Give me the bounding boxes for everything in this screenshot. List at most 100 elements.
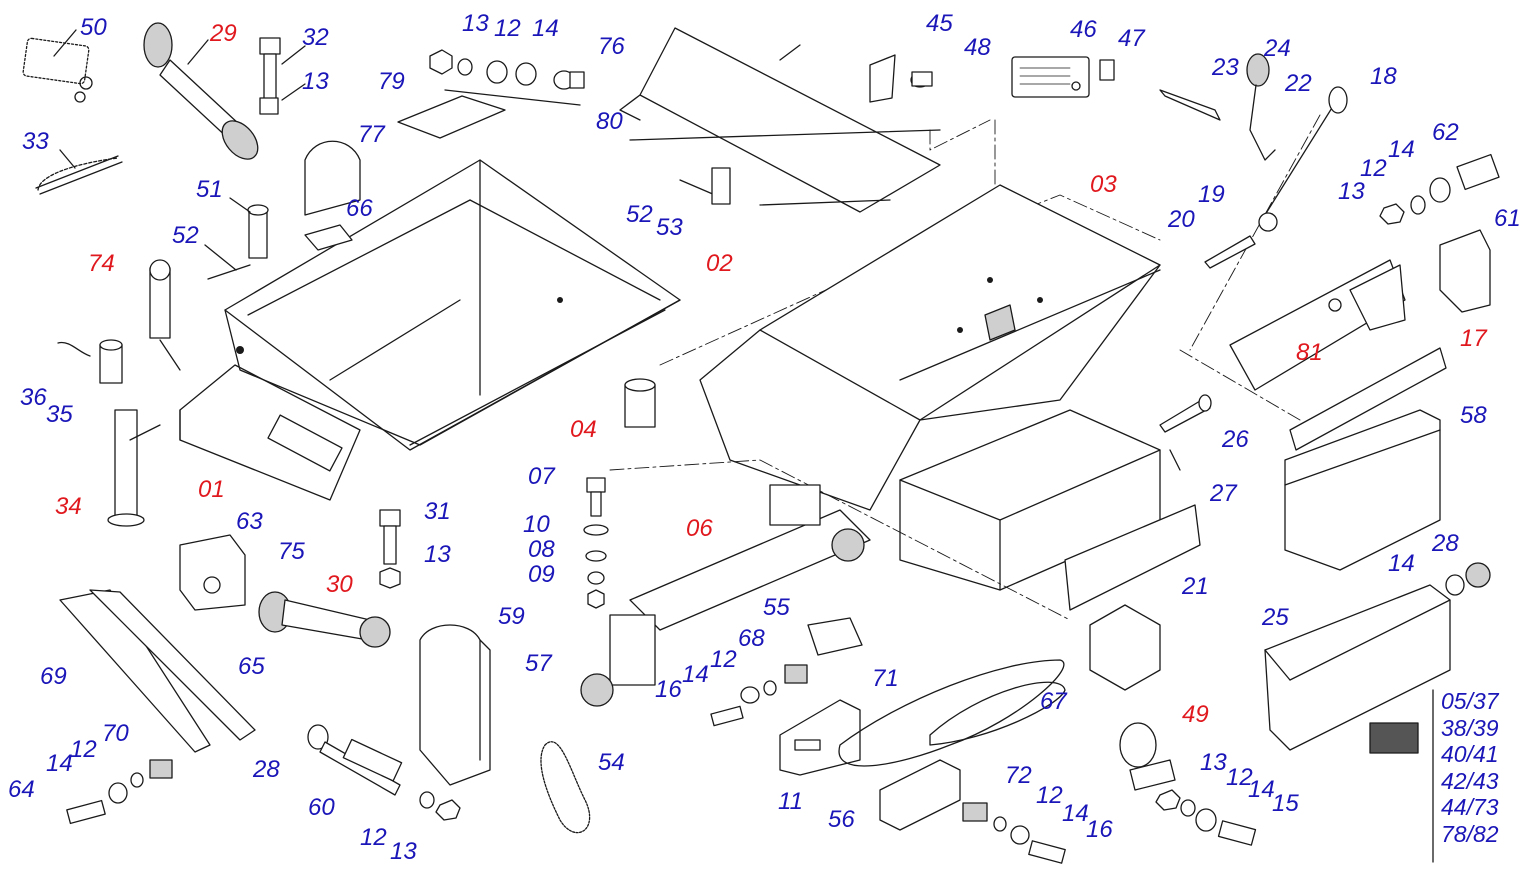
part-label-04: 04: [570, 416, 597, 443]
part-54-chain: [540, 741, 591, 834]
part-67-guard: [1089, 604, 1161, 691]
decal-number: 38/39: [1441, 714, 1499, 741]
part-label-67: 67: [1040, 688, 1067, 715]
part-label-65: 65: [238, 653, 265, 680]
part-label-14: 14: [46, 750, 73, 777]
part-label-62: 62: [1432, 119, 1459, 146]
part-26-27-pin: [1159, 394, 1212, 471]
part-label-24: 24: [1264, 35, 1291, 62]
part-label-22: 22: [1285, 70, 1312, 97]
part-label-52: 52: [172, 222, 199, 249]
part-52-53-pins: [679, 167, 731, 205]
part-label-47: 47: [1118, 25, 1145, 52]
part-06-axle: [580, 484, 871, 707]
part-label-19: 19: [1198, 181, 1225, 208]
part-33-spring: [35, 149, 123, 195]
part-label-11: 11: [778, 788, 803, 815]
part-label-13: 13: [462, 10, 489, 37]
part-label-08: 08: [528, 536, 555, 563]
part-label-16: 16: [655, 676, 682, 703]
part-label-74: 74: [88, 250, 115, 277]
part-56-guard: [879, 759, 1066, 864]
part-label-28: 28: [1432, 530, 1459, 557]
part-label-34: 34: [55, 493, 82, 520]
part-50-cable: [22, 29, 93, 103]
part-label-14: 14: [532, 15, 559, 42]
part-label-35: 35: [46, 401, 73, 428]
part-59-57-cover: [419, 624, 491, 786]
part-18-screw: [1204, 86, 1348, 269]
part-label-15: 15: [1272, 790, 1299, 817]
decal-number: 42/43: [1441, 767, 1499, 794]
part-label-55: 55: [763, 594, 790, 621]
part-label-79: 79: [378, 68, 405, 95]
part-label-63: 63: [236, 508, 263, 535]
part-label-14: 14: [1388, 550, 1415, 577]
part-label-64: 64: [8, 776, 35, 803]
part-label-33: 33: [22, 128, 49, 155]
part-label-45: 45: [926, 10, 953, 37]
part-81-bar: [1229, 259, 1406, 391]
part-label-46: 46: [1070, 16, 1097, 43]
decal-number: 40/41: [1441, 741, 1499, 767]
part-79-plate: [397, 95, 506, 139]
part-label-23: 23: [1212, 54, 1239, 81]
part-label-51: 51: [196, 176, 223, 203]
part-80-cover: [619, 27, 941, 213]
part-label-18: 18: [1370, 63, 1397, 90]
part-69-65-rails: [59, 589, 256, 753]
part-label-02: 02: [706, 250, 733, 277]
part-label-12: 12: [360, 824, 387, 851]
part-label-48: 48: [964, 34, 991, 61]
part-label-12: 12: [70, 736, 97, 763]
part-11-belt: [838, 659, 1066, 767]
part-04-cylinder: [624, 378, 656, 428]
part-label-09: 09: [528, 561, 555, 588]
part-label-13: 13: [302, 68, 329, 95]
part-31-bolt: [379, 509, 401, 589]
decal-sheet: [1369, 689, 1434, 863]
decal-number: 44/73: [1441, 794, 1499, 820]
decal-number: 78/82: [1441, 820, 1499, 847]
part-label-07: 07: [528, 463, 555, 490]
part-label-29: 29: [210, 20, 237, 47]
part-label-12: 12: [1036, 782, 1063, 809]
part-label-16: 16: [1086, 816, 1113, 843]
part-63-75-guard: [179, 534, 246, 611]
part-label-14: 14: [1062, 800, 1089, 827]
part-label-54: 54: [598, 749, 625, 776]
part-29-pto-shaft: [143, 22, 259, 160]
part-label-12: 12: [1360, 155, 1387, 182]
part-46-plate: [1011, 56, 1115, 98]
hardware-13-12-14-76: [429, 49, 585, 106]
part-label-72: 72: [1005, 762, 1032, 789]
part-label-60: 60: [308, 794, 335, 821]
part-label-27: 27: [1210, 480, 1237, 507]
part-35-pin: [57, 339, 123, 384]
part-label-76: 76: [598, 33, 625, 60]
part-34-jack: [107, 409, 161, 527]
part-label-28: 28: [253, 756, 280, 783]
part-label-57: 57: [525, 650, 552, 677]
part-label-36: 36: [20, 384, 47, 411]
part-28-cap: [1445, 562, 1491, 596]
decal-number-list: 05/37 38/39 40/41 42/43 44/73 78/82: [1441, 688, 1499, 847]
part-label-69: 69: [40, 663, 67, 690]
part-label-32: 32: [302, 24, 329, 51]
part-label-53: 53: [656, 214, 683, 241]
part-label-13: 13: [390, 838, 417, 865]
hardware-13-12-14-15: [1155, 789, 1257, 846]
part-22-24-handle: [1159, 53, 1276, 161]
part-label-61: 61: [1494, 205, 1521, 232]
decal-number: 05/37: [1441, 688, 1499, 714]
subframe: [899, 409, 1161, 591]
part-label-01: 01: [198, 476, 225, 503]
part-label-80: 80: [596, 108, 623, 135]
part-label-13: 13: [1200, 749, 1227, 776]
hardware-70-64: [66, 759, 173, 825]
part-label-77: 77: [358, 121, 385, 148]
part-label-81: 81: [1296, 339, 1323, 366]
part-label-49: 49: [1182, 701, 1209, 728]
part-02-hopper: [224, 159, 681, 451]
part-label-26: 26: [1222, 426, 1249, 453]
